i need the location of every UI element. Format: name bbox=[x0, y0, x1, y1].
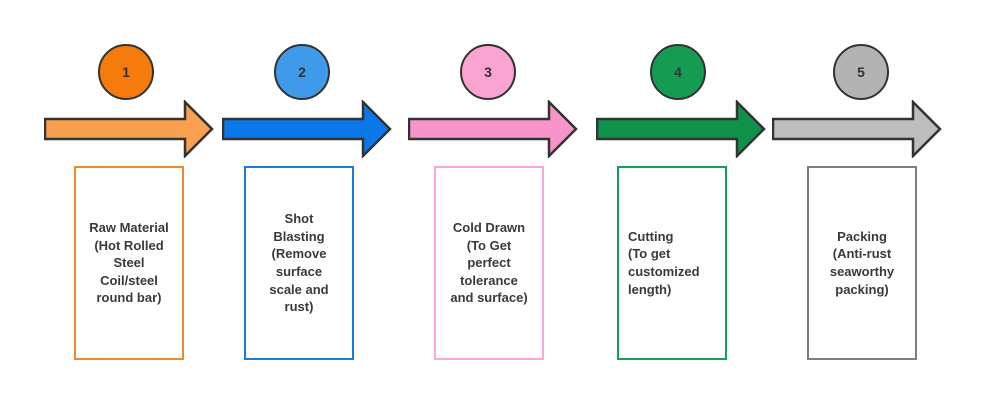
arrow-right-icon bbox=[772, 100, 942, 158]
step-5-number: 5 bbox=[857, 64, 865, 80]
step-1-number: 1 bbox=[122, 64, 130, 80]
step-5-number-badge: 5 bbox=[833, 44, 889, 100]
step-1-description-box: Raw Material (Hot Rolled Steel Coil/stee… bbox=[74, 166, 184, 360]
step-4-number-badge: 4 bbox=[650, 44, 706, 100]
step-5-description: Packing (Anti-rust seaworthy packing) bbox=[829, 228, 895, 297]
step-4-number: 4 bbox=[674, 64, 682, 80]
arrow-right-shape bbox=[596, 100, 766, 158]
step-2-description: Shot Blasting (Remove surface scale and … bbox=[269, 211, 329, 315]
step-2-number-badge: 2 bbox=[274, 44, 330, 100]
arrow-right-icon bbox=[222, 100, 392, 158]
step-3-description-box: Cold Drawn (To Get perfect tolerance and… bbox=[434, 166, 544, 360]
step-1-number-badge: 1 bbox=[98, 44, 154, 100]
arrow-right-icon bbox=[596, 100, 766, 158]
arrow-right-shape bbox=[408, 100, 578, 158]
step-5-description-box: Packing (Anti-rust seaworthy packing) bbox=[807, 166, 917, 360]
step-3-number: 3 bbox=[484, 64, 492, 80]
step-1-description: Raw Material (Hot Rolled Steel Coil/stee… bbox=[89, 220, 169, 306]
arrow-right-shape bbox=[44, 100, 214, 158]
arrow-right-shape bbox=[772, 100, 942, 158]
step-4-description: Cutting (To get customized length) bbox=[628, 228, 700, 297]
step-2-number: 2 bbox=[298, 64, 306, 80]
arrow-right-icon bbox=[44, 100, 214, 158]
arrow-right-icon bbox=[408, 100, 578, 158]
step-3-description: Cold Drawn (To Get perfect tolerance and… bbox=[450, 220, 528, 306]
step-3-number-badge: 3 bbox=[460, 44, 516, 100]
step-4-description-box: Cutting (To get customized length) bbox=[617, 166, 727, 360]
arrow-right-shape bbox=[222, 100, 392, 158]
step-2-description-box: Shot Blasting (Remove surface scale and … bbox=[244, 166, 354, 360]
